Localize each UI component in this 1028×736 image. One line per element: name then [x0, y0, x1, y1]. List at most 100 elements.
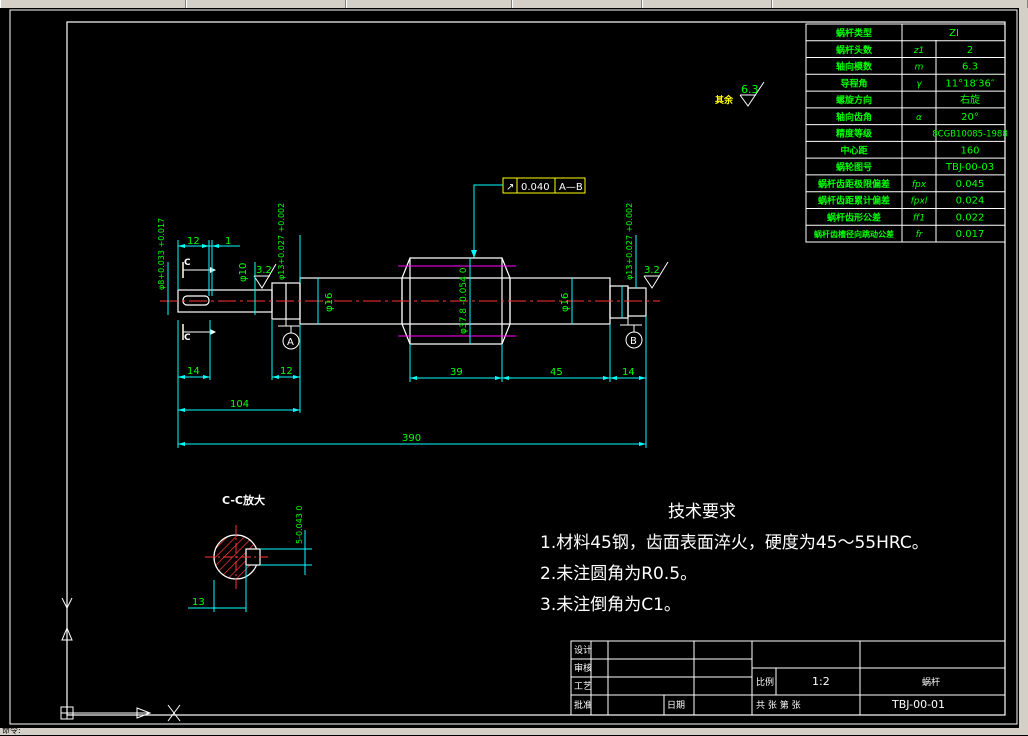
param-value: 0.024	[956, 196, 985, 207]
toolbar-segment[interactable]	[186, 0, 346, 8]
param-value: 8CGB10085-1988	[932, 130, 1008, 140]
dim-worm-dia: φ37.8 -0.054 0	[459, 267, 469, 334]
param-value: 20°	[961, 112, 979, 123]
param-value: TBJ-00-03	[945, 162, 994, 173]
dim-len-104: 104	[230, 399, 249, 410]
ucs-icon	[60, 595, 181, 722]
tech-requirements: 技术要求 1.材料45钢，齿面表面淬火，硬度为45～55HRC。 2.未注圆角为…	[540, 502, 929, 615]
tech-req-item-2: 2.未注圆角为R0.5。	[540, 564, 697, 584]
section-mark-top: C	[184, 258, 191, 268]
dim-len-1-top: 1	[225, 236, 231, 247]
dim-d16-left: φ16	[324, 293, 335, 312]
dim-left-bearing-dia: φ13+0.027 +0.002	[277, 203, 286, 280]
param-value: ZI	[949, 28, 959, 39]
toolbar-segment[interactable]	[346, 0, 512, 8]
status-text: 命令:	[2, 726, 21, 735]
datum-a-label: A	[287, 337, 294, 348]
param-symbol: ff1	[913, 213, 925, 223]
param-value: 0.022	[956, 212, 985, 223]
section-len-13: 13	[192, 597, 205, 608]
dim-len-12-bottom: 12	[280, 366, 293, 377]
param-label: 蜗杆类型	[836, 27, 872, 39]
section-keyway-tol: 5-0.043 0	[295, 505, 304, 544]
tb-design: 设计	[574, 644, 592, 656]
param-value: 0.045	[956, 179, 985, 190]
param-symbol: α	[916, 113, 922, 123]
tb-scale: 1:2	[812, 675, 830, 688]
tb-check: 审核	[574, 662, 592, 674]
param-label: 蜗轮图号	[836, 161, 872, 173]
tb-scale-label: 比例	[756, 676, 774, 688]
params-table: 蜗杆类型 ZI 蜗杆头数 z1 2 轴向模数 m 6.3 导程角 γ 11°18′36″ 螺旋方向 右旋…	[805, 23, 1008, 243]
tech-req-title: 技术要求	[668, 502, 736, 522]
param-symbol: fr	[916, 230, 924, 240]
tb-craft: 工艺	[574, 681, 592, 692]
status-bar: 命令:	[0, 726, 1028, 735]
section-view: C-C放大 5-0.043 0 13	[188, 493, 312, 612]
tb-date: 日期	[667, 700, 685, 711]
roughness-right: 3.2	[644, 265, 660, 276]
dim-left-end-dia: φ8+0.033 +0.017	[157, 218, 166, 290]
runout-datum: A—B	[559, 182, 583, 193]
runout-tolerance-frame: ↗ 0.040 A—B	[471, 177, 586, 258]
datum-markers	[278, 318, 643, 350]
param-label: 蜗杆齿形公差	[827, 211, 881, 223]
param-label: 蜗杆齿槽径向跳动公差	[814, 229, 894, 239]
datum-b-label: B	[630, 336, 637, 347]
title-block-text: 设计 审核 工艺 批准 日期 比例 1:2 蜗杆 共 张 第 张 TBJ-00-…	[574, 644, 945, 711]
param-label: 精度等级	[836, 128, 873, 140]
dim-len-45: 45	[550, 367, 563, 378]
inner-border	[66, 21, 1006, 716]
param-label: 中心距	[840, 144, 867, 156]
param-label: 蜗杆头数	[836, 44, 873, 56]
param-label: 导程角	[840, 77, 867, 89]
param-value: 右旋	[960, 93, 980, 106]
param-value: 2	[967, 45, 973, 56]
param-label: 轴向齿角	[836, 111, 872, 123]
section-title: C-C放大	[222, 493, 265, 507]
toolbar-segment[interactable]	[772, 0, 1028, 8]
param-value: 0.017	[956, 229, 985, 240]
dim-d16-right: φ16	[560, 293, 571, 312]
roughness-left: 3.2	[256, 265, 272, 276]
vertical-scrollbar[interactable]	[1019, 8, 1028, 728]
param-value: 11°18′36″	[945, 78, 994, 89]
param-symbol: γ	[916, 79, 922, 89]
param-symbol: fpxl	[911, 197, 928, 207]
toolbar-segment[interactable]	[642, 0, 772, 8]
param-value: 6.3	[962, 62, 978, 73]
dim-len-390: 390	[402, 433, 421, 444]
param-symbol: fpx	[912, 180, 927, 190]
tech-req-item-1: 1.材料45钢，齿面表面淬火，硬度为45～55HRC。	[540, 533, 929, 553]
toolbar-segment[interactable]	[512, 0, 642, 8]
param-label: 螺旋方向	[836, 94, 872, 106]
tb-part-name: 蜗杆	[922, 676, 940, 688]
tech-req-item-3: 3.未注倒角为C1。	[540, 595, 681, 615]
params-rows: 蜗杆类型 ZI 蜗杆头数 z1 2 轴向模数 m 6.3 导程角 γ 11°18′36″ 螺旋方向 右旋…	[806, 27, 1008, 240]
roughness-other: 其余 6.3	[715, 81, 765, 107]
param-symbol: z1	[913, 46, 924, 56]
dimension-arrows	[178, 244, 646, 446]
dim-len-39: 39	[450, 367, 463, 378]
drawing-canvas[interactable]: 蜗杆类型 ZI 蜗杆头数 z1 2 轴向模数 m 6.3 导程角 γ 11°18′36″ 螺旋方向 右旋…	[0, 8, 1019, 728]
dim-len-12-top: 12	[187, 236, 200, 247]
outer-border	[9, 9, 1018, 725]
param-symbol: m	[915, 63, 924, 73]
section-mark-bottom: C	[184, 333, 191, 343]
worm-pitch-lines	[398, 265, 516, 337]
dim-len-14-right: 14	[622, 367, 635, 378]
tb-drawing-no: TBJ-00-01	[891, 698, 945, 711]
param-label: 轴向模数	[836, 61, 873, 73]
roughness-other-value: 6.3	[741, 83, 759, 96]
runout-value: 0.040	[521, 182, 550, 193]
toolbar-segment[interactable]	[0, 0, 186, 8]
param-value: 160	[960, 145, 979, 156]
title-block	[570, 640, 1006, 716]
tb-approve: 批准	[574, 699, 592, 711]
top-toolbar	[0, 0, 1028, 8]
dimension-texts: 12 1 φ8+0.033 +0.017 φ10 φ13+0.027 +0.00…	[157, 203, 635, 444]
roughness-symbols	[253, 261, 669, 289]
runout-symbol-icon: ↗	[506, 182, 514, 193]
dim-len-14-left: 14	[187, 366, 200, 377]
roughness-other-label: 其余	[715, 94, 734, 106]
